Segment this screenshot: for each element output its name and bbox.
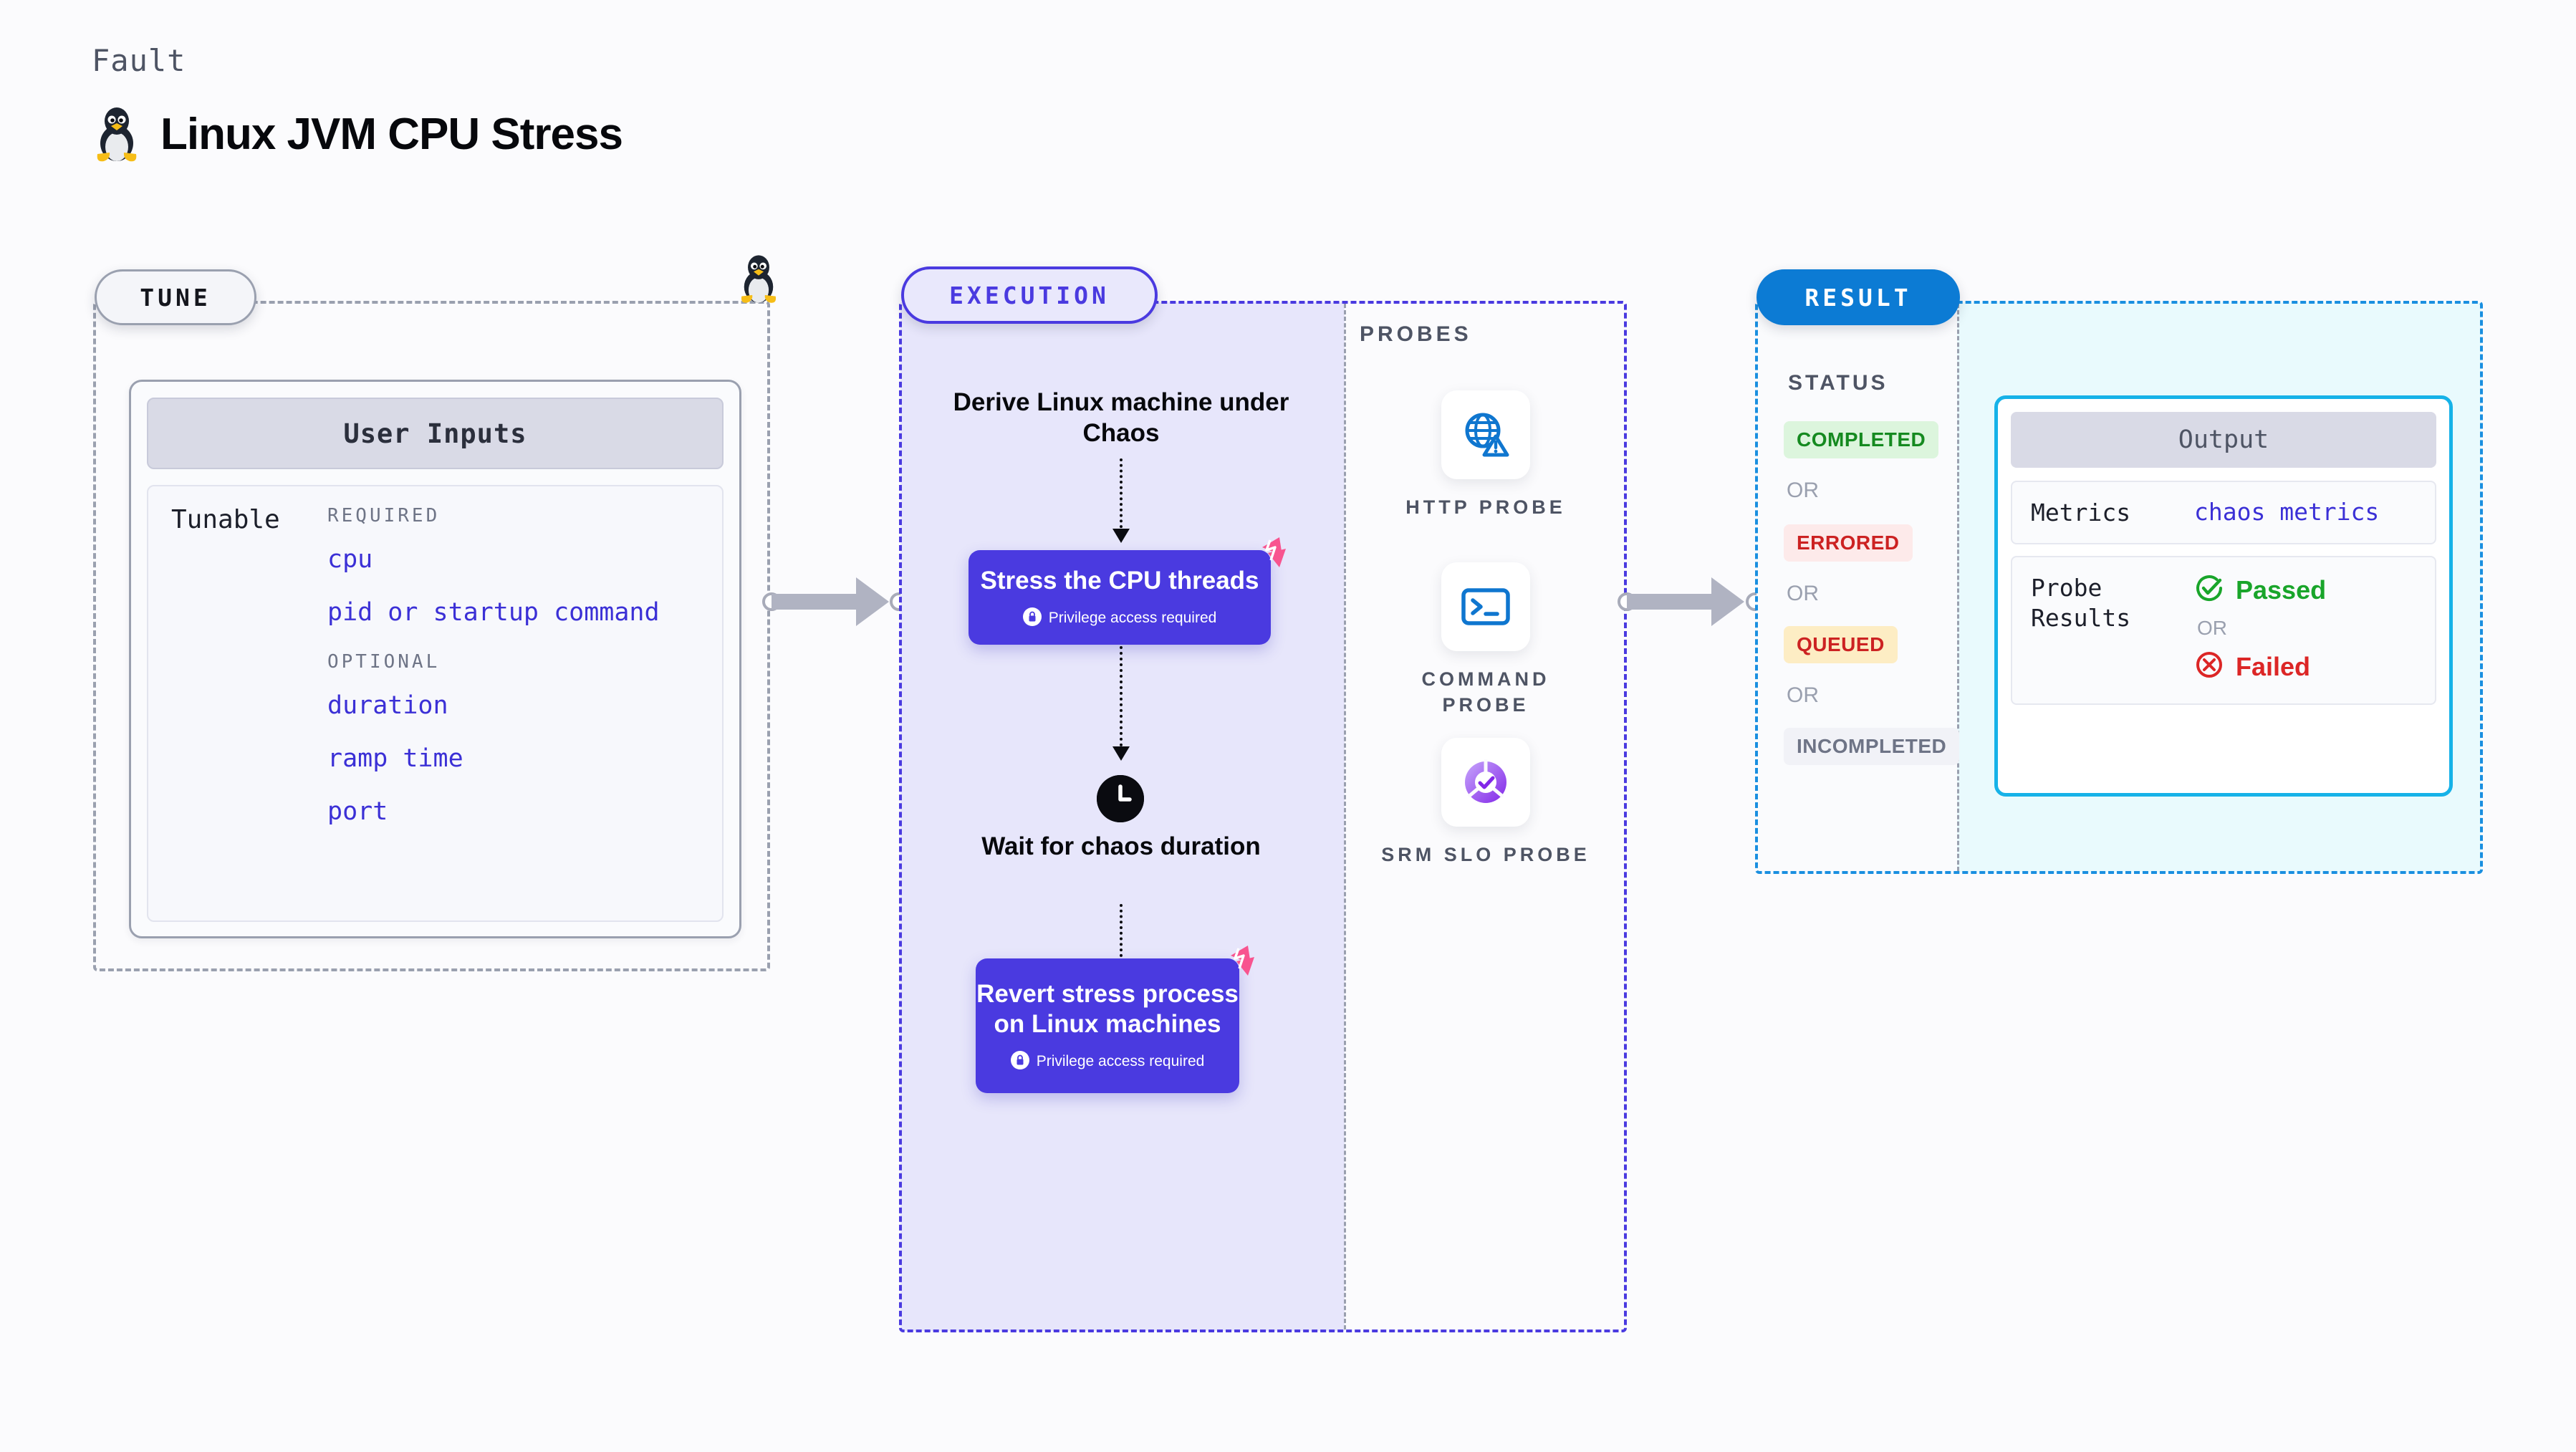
lock-icon (1022, 607, 1042, 630)
flow-card-title: Revert stress process on Linux machines (976, 979, 1239, 1038)
clock-icon (1097, 775, 1144, 822)
flow-step-revert-card[interactable]: Revert stress process on Linux machines … (976, 946, 1254, 1093)
probe-result-failed: Failed (2194, 650, 2326, 683)
probe-label: SRM SLO PROBE (1381, 844, 1590, 865)
probes-divider (1344, 304, 1346, 1330)
tunable-param[interactable]: port (327, 797, 388, 826)
tunable-list: REQUIRED cpu pid or startup command OPTI… (327, 505, 722, 920)
probes-title: PROBES (1360, 322, 1472, 346)
flow-connector (1120, 646, 1123, 752)
status-badge-completed: COMPLETED (1784, 421, 1939, 458)
tunable-box: Tunable REQUIRED cpu pid or startup comm… (147, 485, 724, 922)
connector-shaft (1627, 594, 1727, 610)
page-title: Linux JVM CPU Stress (160, 109, 623, 159)
probe-http[interactable]: HTTP PROBE (1378, 390, 1593, 521)
page-header: Fault Linux JVM CPU Stress (92, 43, 623, 164)
group-label-required: REQUIRED (327, 505, 441, 527)
terminal-icon (1441, 562, 1530, 651)
passed-label: Passed (2236, 574, 2327, 605)
probe-srm-slo[interactable]: SRM SLO PROBE (1378, 738, 1593, 868)
flow-step-wait-label: Wait for chaos duration (981, 832, 1261, 860)
privilege-text: Privilege access required (1048, 610, 1217, 626)
output-metrics-row: Metrics chaos metrics (2011, 481, 2436, 545)
flow-card-title: Stress the CPU threads (980, 566, 1259, 595)
status-badge-queued: QUEUED (1784, 626, 1898, 663)
execution-stage-badge[interactable]: EXECUTION (901, 266, 1158, 324)
tune-stage-badge[interactable]: TUNE (95, 269, 256, 325)
tunable-param[interactable]: duration (327, 691, 448, 720)
or-text: OR (2197, 617, 2227, 640)
harness-chaos-icon (1215, 940, 1259, 985)
group-label-optional: OPTIONAL (327, 651, 441, 673)
status-badge-incompleted: INCOMPLETED (1784, 728, 1960, 765)
title-row: Linux JVM CPU Stress (92, 104, 623, 164)
tunable-param[interactable]: ramp time (327, 744, 463, 773)
flow-arrowhead (1112, 529, 1130, 543)
check-circle-icon (2194, 573, 2224, 607)
failed-label: Failed (2236, 651, 2311, 681)
lock-icon (1010, 1050, 1029, 1073)
or-text: OR (1787, 683, 1819, 707)
metrics-key: Metrics (2031, 499, 2131, 527)
connector-arrowhead (1711, 577, 1744, 626)
output-card-header: Output (2011, 412, 2436, 468)
probe-results-values: Passed OR Failed (2194, 573, 2326, 683)
connector-arrowhead (856, 577, 889, 626)
result-stage-badge[interactable]: RESULT (1756, 269, 1960, 325)
globe-warning-icon (1441, 390, 1530, 479)
user-inputs-card: User Inputs Tunable REQUIRED cpu pid or … (129, 380, 741, 938)
status-badge-errored: ERRORED (1784, 524, 1913, 562)
result-status-fill (1756, 302, 1957, 872)
probe-result-passed: Passed (2194, 573, 2326, 607)
execution-panel (899, 301, 1627, 1332)
status-title: STATUS (1788, 371, 1888, 395)
harness-chaos-icon (1246, 532, 1291, 577)
probe-label: HTTP PROBE (1405, 496, 1566, 518)
eyebrow-label: Fault (92, 43, 186, 78)
result-panel (1755, 301, 2483, 874)
output-probe-results-row: Probe Results Passed OR (2011, 556, 2436, 706)
chaos-metrics-link[interactable]: chaos metrics (2194, 498, 2380, 526)
tunable-param[interactable]: cpu (327, 545, 373, 574)
slo-donut-check-icon (1441, 738, 1530, 827)
tux-penguin-icon (92, 104, 142, 164)
connector-shaft (772, 594, 872, 610)
tunable-label: Tunable (171, 505, 280, 534)
or-text: OR (1787, 479, 1819, 502)
or-text: OR (1787, 582, 1819, 605)
tunable-param[interactable]: pid or startup command (327, 598, 660, 627)
tux-border-marker-icon (736, 252, 781, 309)
user-inputs-header: User Inputs (147, 398, 724, 469)
flow-connector (1120, 458, 1123, 534)
flow-step-derive-label: Derive Linux machine under Chaos (953, 388, 1289, 448)
flow-connector (1120, 904, 1123, 979)
result-divider (1957, 304, 1959, 871)
x-circle-icon (2194, 650, 2224, 683)
privilege-row: Privilege access required (1022, 607, 1217, 630)
privilege-text: Privilege access required (1036, 1053, 1205, 1069)
output-card: Output Metrics chaos metrics Probe Resul… (1994, 395, 2453, 797)
flow-step-stress-card[interactable]: Stress the CPU threads Privilege access … (969, 537, 1286, 645)
flow-arrowhead (1112, 746, 1130, 761)
probe-results-key: Probe Results (2031, 574, 2131, 632)
probe-command[interactable]: COMMAND PROBE (1378, 562, 1593, 718)
probe-label: COMMAND PROBE (1421, 668, 1550, 716)
privilege-row: Privilege access required (1010, 1050, 1205, 1073)
